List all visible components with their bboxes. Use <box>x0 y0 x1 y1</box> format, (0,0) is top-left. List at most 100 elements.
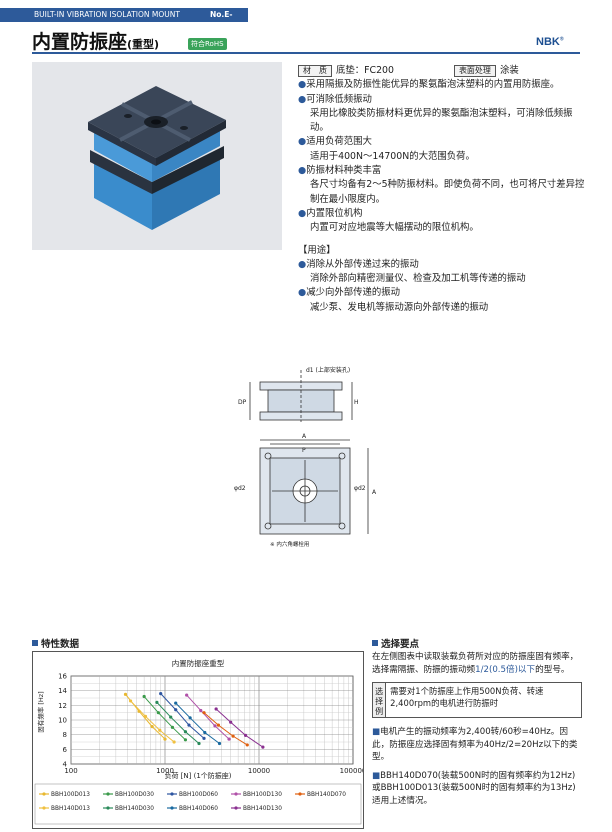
usage-item: ●消除从外部传递过来的振动 <box>298 258 419 270</box>
feature-title: 适用负荷范围大 <box>306 136 372 148</box>
chart-heading: 特性数据 <box>32 636 79 650</box>
material-tag: 材 质 <box>298 65 332 77</box>
data-point <box>172 740 176 744</box>
data-point <box>216 723 221 727</box>
category-bar: BUILT-IN VIBRATION ISOLATION MOUNT No.E-… <box>0 8 248 33</box>
dimension-drawing: d1 (上部安装孔) DP H A P φd2 φd2 A ※ 内六角螺栓用 <box>234 366 377 548</box>
data-point <box>185 693 189 697</box>
legend-marker <box>234 806 238 810</box>
data-point <box>169 715 173 719</box>
label-h: H <box>354 399 359 406</box>
data-point <box>188 716 192 720</box>
legend-label: BBH100D130 <box>243 792 282 798</box>
page-title: 内置防振座(重型) <box>32 27 159 54</box>
x-tick-label: 10000 <box>248 767 270 775</box>
feature-desc: 采用比橡胶类防振材料更优异的聚氨酯泡沫塑料，可消除低频振动。 <box>310 107 573 134</box>
data-point <box>163 737 167 741</box>
feature-title: 防振材料种类丰富 <box>306 165 382 177</box>
series-line <box>156 702 200 744</box>
data-point <box>123 692 128 696</box>
feature-item: ●适用负荷范围大 <box>298 136 372 148</box>
x-tick-label: 1000 <box>156 767 174 775</box>
legend-label: BBH100D013 <box>51 792 90 798</box>
series-line <box>143 696 186 741</box>
surface-value: 涂装 <box>499 65 519 76</box>
legend-label: BBH140D130 <box>243 806 282 812</box>
label-p: P <box>302 447 306 454</box>
feature-desc: 各尺寸均备有2～5种防振材料。即使负荷不同，也可将尺寸差异控制在最小限度内。 <box>310 179 585 205</box>
material-row: 材 质底垫：FC200 表面处理涂装 <box>298 64 588 78</box>
data-point <box>150 725 154 729</box>
label-a-top: A <box>302 433 307 440</box>
label-d2-right: φd2 <box>354 485 366 492</box>
data-point <box>187 723 191 727</box>
data-point <box>213 724 217 728</box>
legend-marker <box>234 792 238 796</box>
data-point <box>202 711 206 715</box>
selection-step: ■BBH140D070(装载500N时的固有频率约为12Hz)或BBH100D0… <box>372 770 576 806</box>
example-text: 需要对1个防振座上作用500N负荷、转速2,400rpm的电机进行防振时 <box>390 686 544 708</box>
y-tick-label: 12 <box>58 702 67 710</box>
intro-end: 的型号。 <box>535 664 570 675</box>
data-point <box>261 745 265 749</box>
brand-logo: NBK® <box>536 36 564 48</box>
spec-panel: 材 质底垫：FC200 表面处理涂装 ●采用隔振及防振性能优异的聚氨酯泡沫塑料的… <box>298 64 588 315</box>
data-point <box>156 711 160 715</box>
series-line <box>175 702 220 744</box>
data-point <box>229 720 233 724</box>
product-photo <box>32 62 282 250</box>
legend-marker <box>298 792 302 796</box>
legend-label: BBH140D060 <box>179 806 218 812</box>
legend-label: BBH100D030 <box>115 792 154 798</box>
feature-title: 内置限位机构 <box>306 207 363 219</box>
example-box: 选择例 需要对1个防振座上作用500N负荷、转速2,400rpm的电机进行防振时 <box>372 682 582 718</box>
selection-step: ■电机产生的振动频率为2,400转/60秒=40Hz。因此，防振座应选择固有频率… <box>372 727 578 762</box>
step-text: BBH140D070(装载500N时的固有频率约为12Hz)或BBH100D01… <box>372 770 576 806</box>
feature-title: 可消除低频振动 <box>306 93 372 105</box>
data-point <box>231 734 235 738</box>
usage-desc: 消除外部向精密测量仪、检查及加工机等传递的振动 <box>310 273 526 285</box>
legend-marker <box>42 806 46 810</box>
y-axis-label: 固有频率 [Hz] <box>36 691 45 732</box>
data-point <box>203 730 207 735</box>
frequency-chart: 内置防振座重型 46810121416100100010000100000 负荷… <box>34 658 366 825</box>
intro-text: 在左侧图表中读取装载负荷所对应的防振座固有频率，选择需隔振、防振的振动频 <box>372 652 579 675</box>
x-tick-label: 100 <box>64 767 77 775</box>
series-line <box>160 693 205 739</box>
series-line <box>130 700 175 743</box>
selection-intro: 在左侧图表中读取装载负荷所对应的防振座固有频率，选择需隔振、防振的振动频1/2(… <box>372 651 582 676</box>
y-tick-label: 6 <box>63 746 68 754</box>
data-point <box>174 708 178 712</box>
usage-desc: 减少泵、发电机等振动源向外部传递的振动 <box>310 301 489 313</box>
chart-heading-text: 特性数据 <box>41 639 80 650</box>
step-text: 电机产生的振动频率为2,400转/60秒=40Hz。因此，防振座应选择固有频率为… <box>372 727 578 762</box>
chart-frame: 内置防振座重型 46810121416100100010000100000 负荷… <box>32 651 366 829</box>
data-point <box>183 738 188 742</box>
feature-desc: 内置可对应地震等大幅摆动的限位机构。 <box>310 222 479 234</box>
brand-text: NBK <box>536 36 560 48</box>
chart-title: 内置防振座重型 <box>172 658 225 668</box>
feature-item: ●采用隔振及防振性能优异的聚氨酯泡沫塑料的内置用防振座。 <box>298 79 560 91</box>
data-point <box>245 743 249 747</box>
data-point <box>158 728 162 732</box>
data-point <box>159 692 163 696</box>
feature-item: ●防振材料种类丰富 <box>298 165 382 177</box>
label-dp: DP <box>238 399 247 406</box>
mount-illustration <box>32 62 282 250</box>
data-point <box>128 699 133 703</box>
data-point <box>243 733 248 737</box>
legend-box <box>34 783 362 825</box>
y-tick-label: 4 <box>63 761 68 769</box>
example-label: 选择例 <box>373 683 387 717</box>
legend-label: BBH100D060 <box>179 792 218 798</box>
legend-marker <box>170 806 174 810</box>
feature-title: 采用隔振及防振性能优异的聚氨酯泡沫塑料的内置用防振座。 <box>306 79 560 91</box>
intro-ratio: 1/2(0.5倍)以下 <box>475 664 536 675</box>
title-main: 内置防振座 <box>32 31 128 53</box>
feature-desc: 适用于400N～14700N的大范围负荷。 <box>310 150 475 162</box>
data-point <box>183 730 188 734</box>
y-tick-label: 10 <box>58 717 67 725</box>
data-point <box>155 700 159 704</box>
usage-item: ●减少向外部传递的振动 <box>298 287 400 299</box>
legend-label: BBH140D030 <box>115 806 154 812</box>
